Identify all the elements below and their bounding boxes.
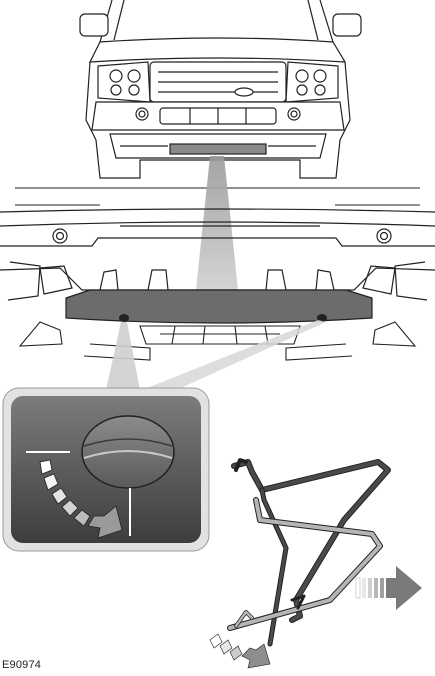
bumper-detail [0, 208, 435, 301]
callout-beam-right [142, 320, 326, 392]
tow-eye-cover-closeup [2, 387, 210, 552]
cover-removal-tool [227, 458, 391, 647]
callout-beam-top [196, 156, 238, 290]
figure-code: E90974 [2, 659, 42, 671]
rotation-arrow [39, 459, 123, 539]
tow-eye-cover-panel [65, 289, 373, 324]
callout-beam-left [106, 322, 140, 390]
tool-rotation-arrow [209, 633, 271, 669]
under-tray [18, 321, 417, 361]
tow-eye-cover-right [317, 314, 327, 322]
vehicle-front-view [15, 0, 420, 206]
direction-arrow [355, 566, 422, 610]
tow-eye-cover-left [119, 314, 129, 322]
